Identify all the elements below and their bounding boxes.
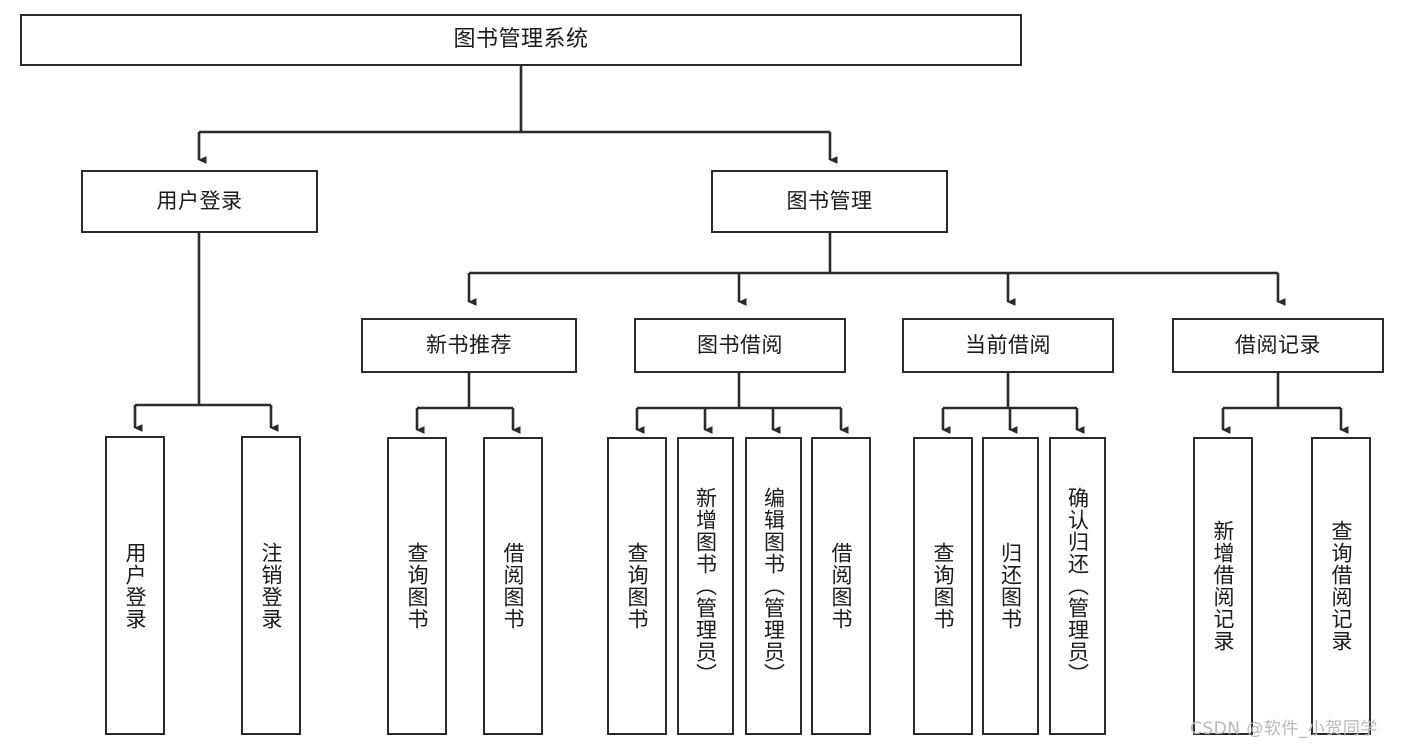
node-root[interactable]: 图书管理系统 [20, 14, 1022, 66]
node-leaf-add-record[interactable]: 新增借阅记录 [1193, 437, 1253, 735]
node-leaf-confirm-return-label: 确认归还（管理员） [1065, 487, 1090, 685]
node-leaf-return-book[interactable]: 归还图书 [982, 437, 1039, 735]
node-borrow-record-label: 借阅记录 [1235, 333, 1321, 358]
node-leaf-borrow-book-2-label: 借阅图书 [829, 542, 854, 630]
node-new-book-recommend-label: 新书推荐 [426, 333, 512, 358]
node-book-borrow-label: 图书借阅 [697, 333, 783, 358]
node-leaf-add-book-label: 新增图书（管理员） [693, 487, 718, 685]
node-leaf-query-record-label: 查询借阅记录 [1329, 520, 1354, 652]
node-leaf-edit-book-label: 编辑图书（管理员） [761, 487, 786, 685]
node-leaf-edit-book[interactable]: 编辑图书（管理员） [745, 437, 802, 735]
watermark: CSDN @软件_小贺同学 [1190, 719, 1378, 739]
node-leaf-return-book-label: 归还图书 [998, 542, 1023, 630]
node-leaf-query-book-2-label: 查询图书 [625, 542, 650, 630]
node-new-book-recommend[interactable]: 新书推荐 [361, 318, 577, 373]
node-leaf-borrow-book-1[interactable]: 借阅图书 [483, 437, 543, 735]
node-leaf-query-book-1-label: 查询图书 [405, 542, 430, 630]
node-leaf-user-login[interactable]: 用户登录 [105, 436, 165, 735]
node-leaf-query-book-3[interactable]: 查询图书 [913, 437, 973, 735]
node-book-borrow[interactable]: 图书借阅 [634, 318, 846, 373]
node-leaf-confirm-return[interactable]: 确认归还（管理员） [1049, 437, 1106, 735]
node-leaf-query-book-3-label: 查询图书 [931, 542, 956, 630]
node-root-label: 图书管理系统 [453, 27, 589, 53]
node-user-login-label: 用户登录 [156, 189, 243, 214]
node-book-management-label: 图书管理 [786, 189, 873, 214]
node-borrow-record[interactable]: 借阅记录 [1172, 318, 1384, 373]
node-leaf-borrow-book-1-label: 借阅图书 [501, 542, 526, 630]
node-leaf-add-book[interactable]: 新增图书（管理员） [677, 437, 734, 735]
node-current-borrow-label: 当前借阅 [965, 333, 1051, 358]
node-current-borrow[interactable]: 当前借阅 [902, 318, 1114, 373]
node-leaf-logout-login[interactable]: 注销登录 [241, 436, 301, 735]
node-leaf-query-book-2[interactable]: 查询图书 [607, 437, 667, 735]
node-leaf-borrow-book-2[interactable]: 借阅图书 [811, 437, 871, 735]
node-leaf-query-book-1[interactable]: 查询图书 [387, 437, 447, 735]
node-user-login[interactable]: 用户登录 [81, 170, 318, 233]
node-leaf-logout-login-label: 注销登录 [259, 541, 284, 630]
node-leaf-query-record[interactable]: 查询借阅记录 [1311, 437, 1371, 735]
node-leaf-user-login-label: 用户登录 [123, 541, 148, 630]
node-book-management[interactable]: 图书管理 [711, 170, 948, 233]
node-leaf-add-record-label: 新增借阅记录 [1211, 520, 1236, 652]
